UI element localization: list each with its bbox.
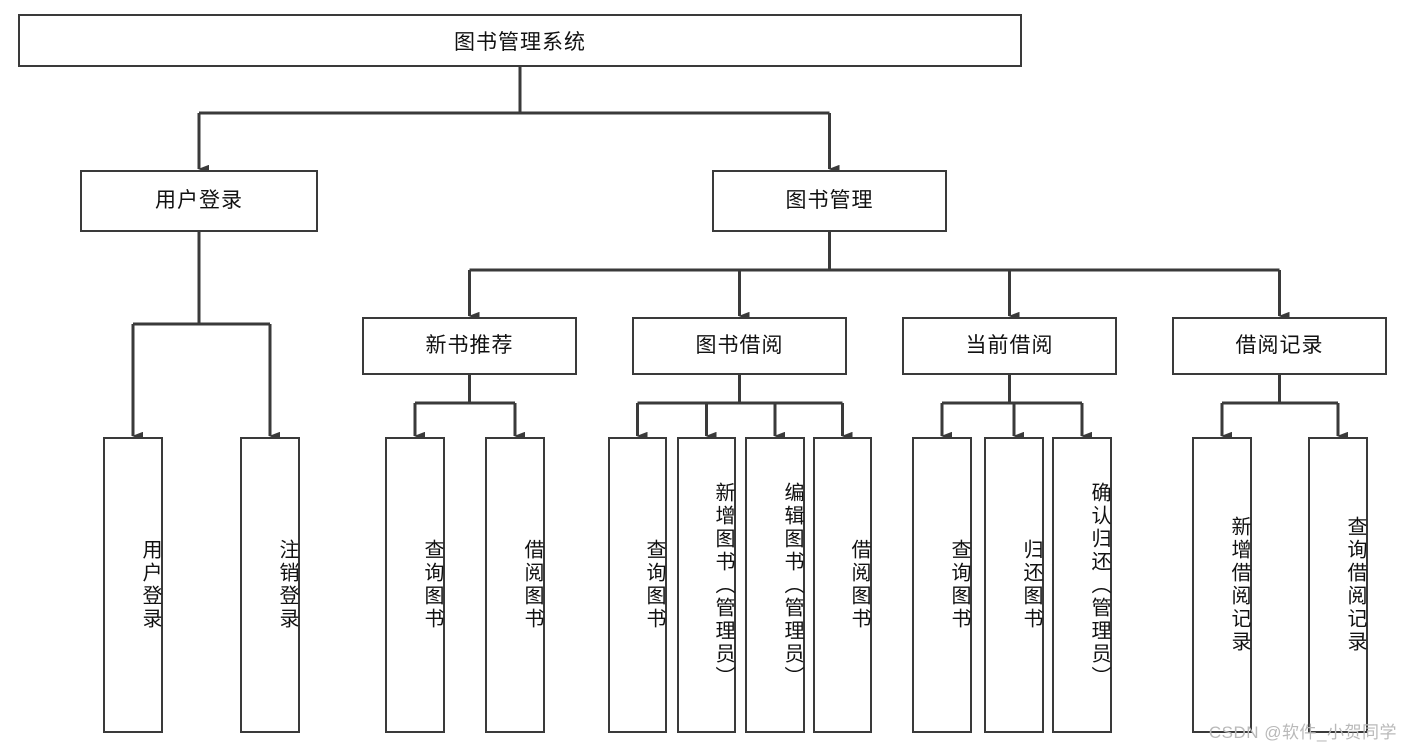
node-l7[interactable]: 编辑图书（管理员） bbox=[745, 437, 805, 733]
node-l1[interactable]: 用户登录 bbox=[103, 437, 163, 733]
node-l4[interactable]: 借阅图书 bbox=[485, 437, 545, 733]
node-label: 借阅图书 bbox=[848, 539, 870, 631]
node-label: 当前借阅 bbox=[965, 334, 1054, 358]
node-label: 查询图书 bbox=[421, 539, 443, 631]
node-label: 查询图书 bbox=[643, 539, 665, 631]
node-label: 新增图书（管理员） bbox=[712, 481, 734, 689]
node-n-cur[interactable]: 当前借阅 bbox=[902, 317, 1117, 375]
node-label: 新书推荐 bbox=[425, 334, 514, 358]
node-label: 图书借阅 bbox=[695, 334, 784, 358]
node-n-login[interactable]: 用户登录 bbox=[80, 170, 318, 232]
node-l8[interactable]: 借阅图书 bbox=[813, 437, 872, 733]
node-n-rec[interactable]: 新书推荐 bbox=[362, 317, 577, 375]
node-n-book[interactable]: 图书管理 bbox=[712, 170, 947, 232]
node-label: 用户登录 bbox=[139, 539, 161, 631]
node-label: 查询借阅记录 bbox=[1344, 516, 1366, 654]
node-label: 用户登录 bbox=[155, 189, 243, 213]
node-label: 图书管理系统 bbox=[454, 30, 586, 54]
node-label: 编辑图书（管理员） bbox=[781, 481, 803, 689]
node-l5[interactable]: 查询图书 bbox=[608, 437, 667, 733]
node-n-borrow[interactable]: 图书借阅 bbox=[632, 317, 847, 375]
node-label: 归还图书 bbox=[1020, 539, 1042, 631]
watermark: CSDN @软件_小贺同学 bbox=[1208, 723, 1397, 742]
node-n-log[interactable]: 借阅记录 bbox=[1172, 317, 1387, 375]
node-l10[interactable]: 归还图书 bbox=[984, 437, 1044, 733]
node-l9[interactable]: 查询图书 bbox=[912, 437, 972, 733]
node-root[interactable]: 图书管理系统 bbox=[18, 14, 1022, 67]
node-l2[interactable]: 注销登录 bbox=[240, 437, 300, 733]
node-l12[interactable]: 新增借阅记录 bbox=[1192, 437, 1252, 733]
node-label: 注销登录 bbox=[276, 539, 298, 631]
node-label: 借阅记录 bbox=[1235, 334, 1324, 358]
node-l3[interactable]: 查询图书 bbox=[385, 437, 445, 733]
node-label: 图书管理 bbox=[785, 189, 874, 213]
node-label: 借阅图书 bbox=[521, 539, 543, 631]
node-l11[interactable]: 确认归还（管理员） bbox=[1052, 437, 1112, 733]
node-label: 新增借阅记录 bbox=[1228, 516, 1250, 654]
node-label: 确认归还（管理员） bbox=[1088, 481, 1110, 689]
node-l13[interactable]: 查询借阅记录 bbox=[1308, 437, 1368, 733]
node-l6[interactable]: 新增图书（管理员） bbox=[677, 437, 736, 733]
node-label: 查询图书 bbox=[948, 539, 970, 631]
